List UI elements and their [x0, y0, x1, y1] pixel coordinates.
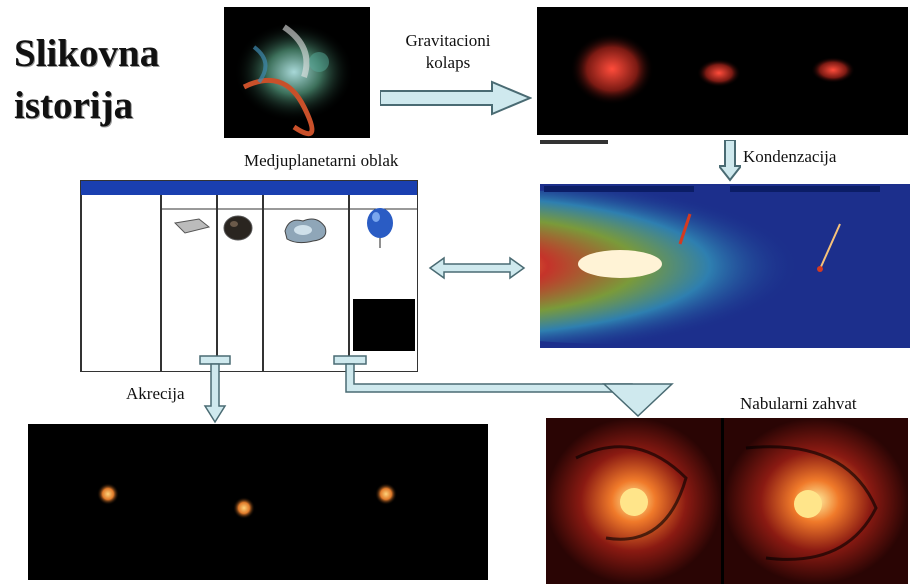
- accretion-image: [28, 424, 488, 580]
- protoplanetary-disk-image: [540, 184, 910, 348]
- nebular-capture-image: [546, 418, 908, 584]
- rock-slab-icon: [173, 217, 211, 237]
- down-arrow-accretion-icon: [198, 354, 234, 426]
- black-box: [353, 299, 415, 351]
- title-line2: istorija: [14, 84, 134, 127]
- icy-chunk-icon: [281, 213, 331, 245]
- gravity-label: Gravitacioni kolaps: [405, 31, 491, 72]
- double-arrow-icon: [428, 256, 526, 280]
- nebula-image: [224, 7, 370, 138]
- scale-bar: [540, 140, 608, 144]
- condensation-label: Kondenzacija: [743, 147, 837, 166]
- down-arrow-icon: [719, 140, 741, 182]
- collapse-image: [537, 7, 908, 135]
- table-header: [81, 181, 417, 195]
- bent-arrow-icon: [332, 354, 690, 420]
- right-arrow-icon: [380, 80, 532, 116]
- interplanetary-label: Medjuplanetarni oblak: [244, 151, 399, 170]
- nebular-label: Nabularni zahvat: [740, 394, 857, 413]
- composition-table: [80, 180, 418, 372]
- blue-balloon-icon: [365, 207, 395, 249]
- title-line1: Slikovna: [14, 32, 160, 75]
- accretion-label: Akrecija: [126, 384, 185, 403]
- dark-asteroid-icon: [221, 213, 257, 243]
